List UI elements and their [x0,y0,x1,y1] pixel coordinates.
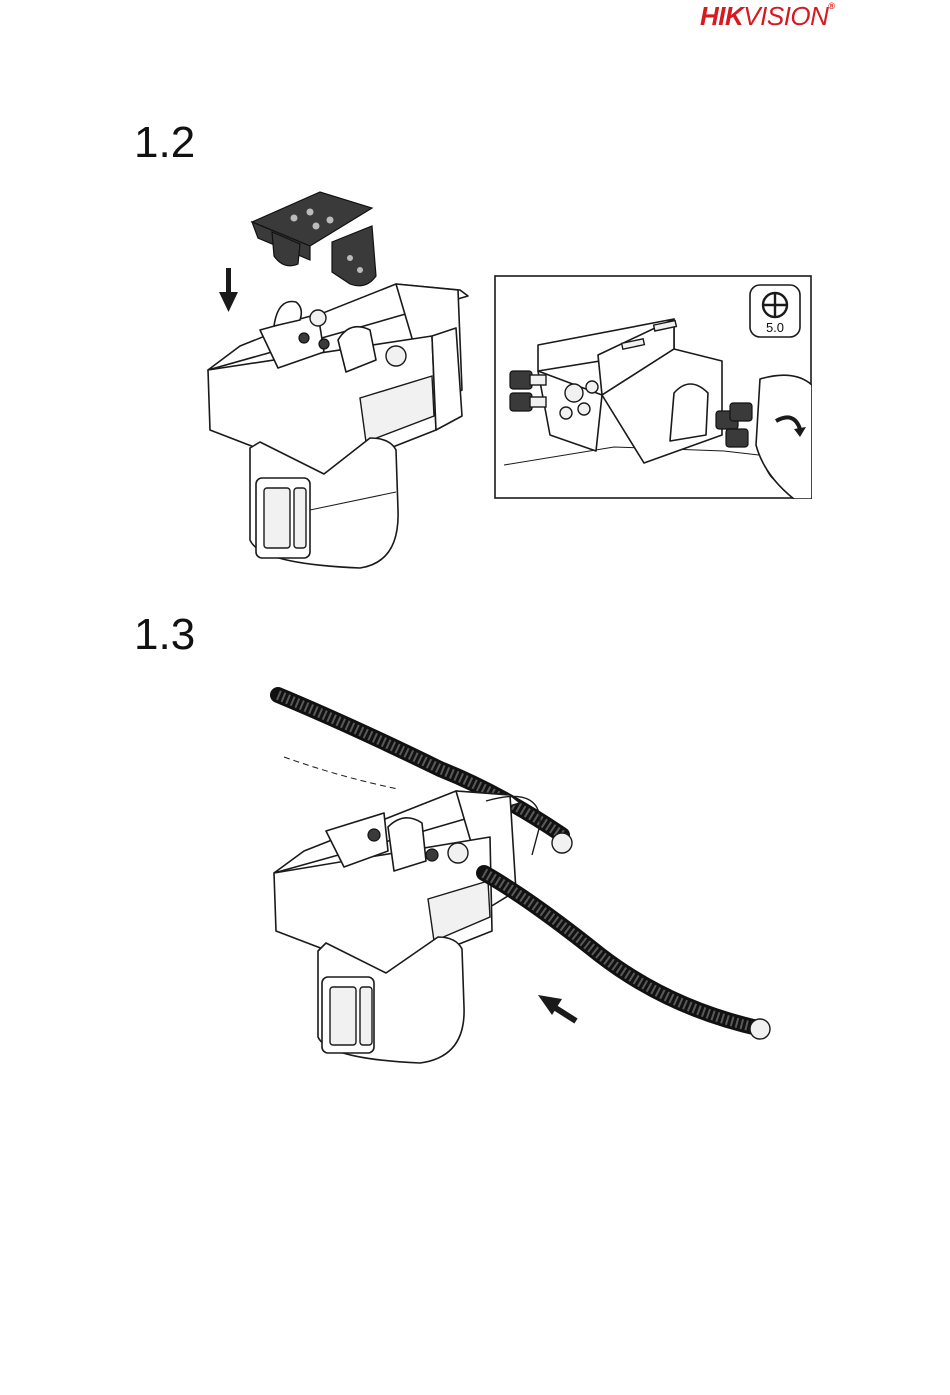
logo-text-vision: VISION [743,1,828,31]
arrow-insert-icon [538,995,576,1021]
camera-housing [274,791,540,1063]
logo-text-hik: HIK [700,1,743,31]
phillips-screwdriver-icon: 5.0 [750,285,800,337]
figure-1-3-strap-insertion [270,685,780,1065]
step-number-1-2: 1.2 [134,118,195,168]
hikvision-logo: HIKVISION® [700,0,882,34]
step-number-1-3: 1.3 [134,610,195,660]
camera-housing [208,284,468,568]
steel-strap-lower [484,873,770,1039]
figure-1-2-camera-bracket-mount [200,180,520,570]
tool-size-label: 5.0 [766,320,784,335]
mounting-bracket [252,192,376,286]
detail-inset-screw-tightening: 5.0 [494,275,812,499]
arrow-down-icon [219,268,238,312]
logo-registered-mark: ® [828,1,834,11]
